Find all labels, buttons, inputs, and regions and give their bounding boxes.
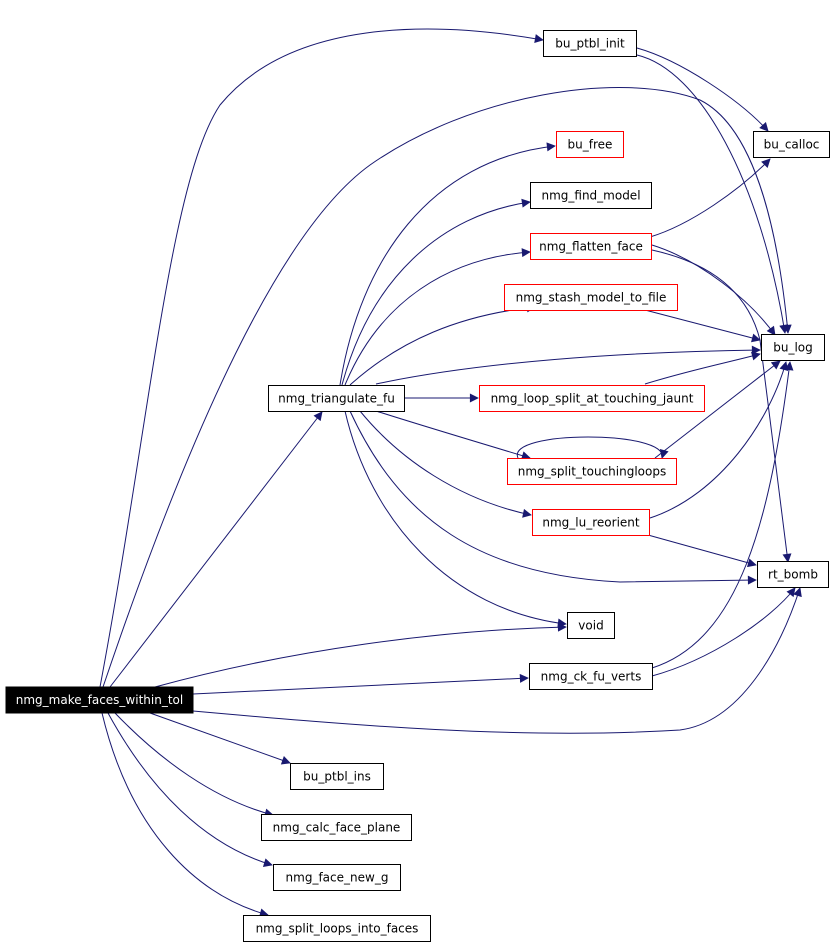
edge-make-faces-to-rt-bomb [192, 587, 802, 734]
node-label: nmg_split_loops_into_faces [256, 922, 419, 936]
edge-triangulate-to-rt-bomb [349, 410, 757, 585]
node-label: rt_bomb [768, 568, 818, 582]
node-void[interactable]: void [567, 612, 615, 639]
node-box [529, 663, 653, 690]
edge-loop-split-to-bu-log [644, 351, 761, 385]
node-nmg-stash-model-to-file[interactable]: nmg_stash_model_to_file [504, 284, 678, 311]
node-label: nmg_stash_model_to_file [516, 291, 667, 305]
edge-triangulate-to-void [344, 410, 567, 628]
node-label: nmg_triangulate_fu [278, 392, 395, 406]
node-box [5, 686, 194, 714]
edge-triangulate-to-free [339, 142, 556, 386]
edge-make-faces-to-triangulate [109, 411, 323, 688]
node-box [507, 458, 677, 485]
edge-ck-fu-verts-to-bu-log [651, 361, 794, 669]
node-nmg-split-loops-into-faces[interactable]: nmg_split_loops_into_faces [243, 915, 431, 942]
node-label: nmg_make_faces_within_tol [16, 693, 183, 707]
node-box [243, 915, 431, 942]
node-box [530, 233, 652, 260]
edge-stash-model-to-bu-log [644, 309, 761, 343]
node-nmg-find-model[interactable]: nmg_find_model [530, 182, 652, 209]
node-box [757, 561, 829, 588]
node-box [556, 131, 624, 158]
edge-ptbl-init-to-calloc [636, 47, 769, 132]
edge-make-faces-to-void [154, 622, 567, 688]
node-box [753, 131, 830, 158]
node-bu-log[interactable]: bu_log [761, 334, 825, 361]
node-label: void [578, 619, 603, 633]
node-label: nmg_loop_split_at_touching_jaunt [491, 392, 694, 406]
edge-lu-reorient-to-rt-bomb [647, 534, 757, 568]
edge-make-faces-to-ck-fu-verts [192, 673, 529, 695]
node-nmg-triangulate-fu[interactable]: nmg_triangulate_fu [268, 385, 405, 412]
node-box [567, 612, 615, 639]
node-bu-free[interactable]: bu_free [556, 131, 624, 158]
edge-triangulate-to-split-touching [375, 410, 531, 460]
edge-flatten-face-to-calloc [649, 158, 771, 238]
edge-make-faces-to-calc-face-plane [114, 712, 274, 818]
node-label: bu_ptbl_init [555, 37, 625, 51]
node-make-faces-within-tol[interactable]: nmg_make_faces_within_tol [5, 686, 194, 714]
node-nmg-flatten-face[interactable]: nmg_flatten_face [530, 233, 652, 260]
node-nmg-loop-split-at-touching-jaunt[interactable]: nmg_loop_split_at_touching_jaunt [479, 385, 705, 412]
node-rt-bomb[interactable]: rt_bomb [757, 561, 829, 588]
node-box [504, 284, 678, 311]
edge-make-faces-to-bu-log [102, 87, 792, 688]
node-label: nmg_split_touchingloops [518, 465, 666, 479]
node-nmg-calc-face-plane[interactable]: nmg_calc_face_plane [261, 814, 412, 841]
node-label: bu_calloc [764, 138, 820, 152]
edge-flatten-face-to-bu-log [651, 244, 776, 336]
edge-ck-fu-verts-to-rt-bomb [651, 587, 796, 677]
node-nmg-ck-fu-verts[interactable]: nmg_ck_fu_verts [529, 663, 653, 690]
edge-triangulate-to-flatten-face [344, 248, 531, 386]
node-label: nmg_ck_fu_verts [541, 670, 642, 684]
node-label: nmg_face_new_g [286, 871, 389, 885]
node-nmg-split-touchingloops[interactable]: nmg_split_touchingloops [507, 458, 677, 485]
node-bu-calloc[interactable]: bu_calloc [753, 131, 830, 158]
edge-split-touching-self-loop [517, 436, 669, 459]
node-label: nmg_lu_reorient [542, 516, 640, 530]
edge-lu-reorient-to-bu-log [649, 361, 789, 519]
node-box [268, 385, 405, 412]
node-bu-ptbl-ins[interactable]: bu_ptbl_ins [290, 763, 384, 790]
edge-make-faces-to-face-new-g [107, 712, 273, 867]
node-box [273, 864, 401, 891]
edge-triangulate-to-bu-log [375, 345, 761, 385]
node-nmg-lu-reorient[interactable]: nmg_lu_reorient [532, 509, 650, 536]
node-box [261, 814, 412, 841]
edge-triangulate-to-lu-reorient [359, 410, 532, 518]
edge-triangulate-to-find-model [341, 198, 531, 386]
edge-make-faces-to-split-loops [101, 712, 269, 918]
node-label: nmg_calc_face_plane [273, 821, 401, 835]
node-label: bu_log [773, 341, 813, 355]
node-box [530, 182, 652, 209]
node-box [761, 334, 825, 361]
node-label: bu_ptbl_ins [303, 770, 371, 784]
edge-make-faces-to-ptbl-ins [149, 712, 291, 765]
node-box [479, 385, 705, 412]
edge-ptbl-init-to-bu-log [636, 54, 789, 334]
node-label: nmg_find_model [541, 189, 640, 203]
edge-make-faces-to-ptbl-init [99, 28, 544, 688]
edge-split-touching-to-bu-log [654, 360, 781, 459]
node-box [532, 509, 650, 536]
edge-triangulate-to-stash-model [349, 303, 536, 386]
node-box [290, 763, 384, 790]
node-label: nmg_flatten_face [539, 240, 643, 254]
node-label: bu_free [568, 138, 613, 152]
node-bu-ptbl-init[interactable]: bu_ptbl_init [543, 30, 637, 57]
node-nmg-face-new-g[interactable]: nmg_face_new_g [273, 864, 401, 891]
node-box [543, 30, 637, 57]
